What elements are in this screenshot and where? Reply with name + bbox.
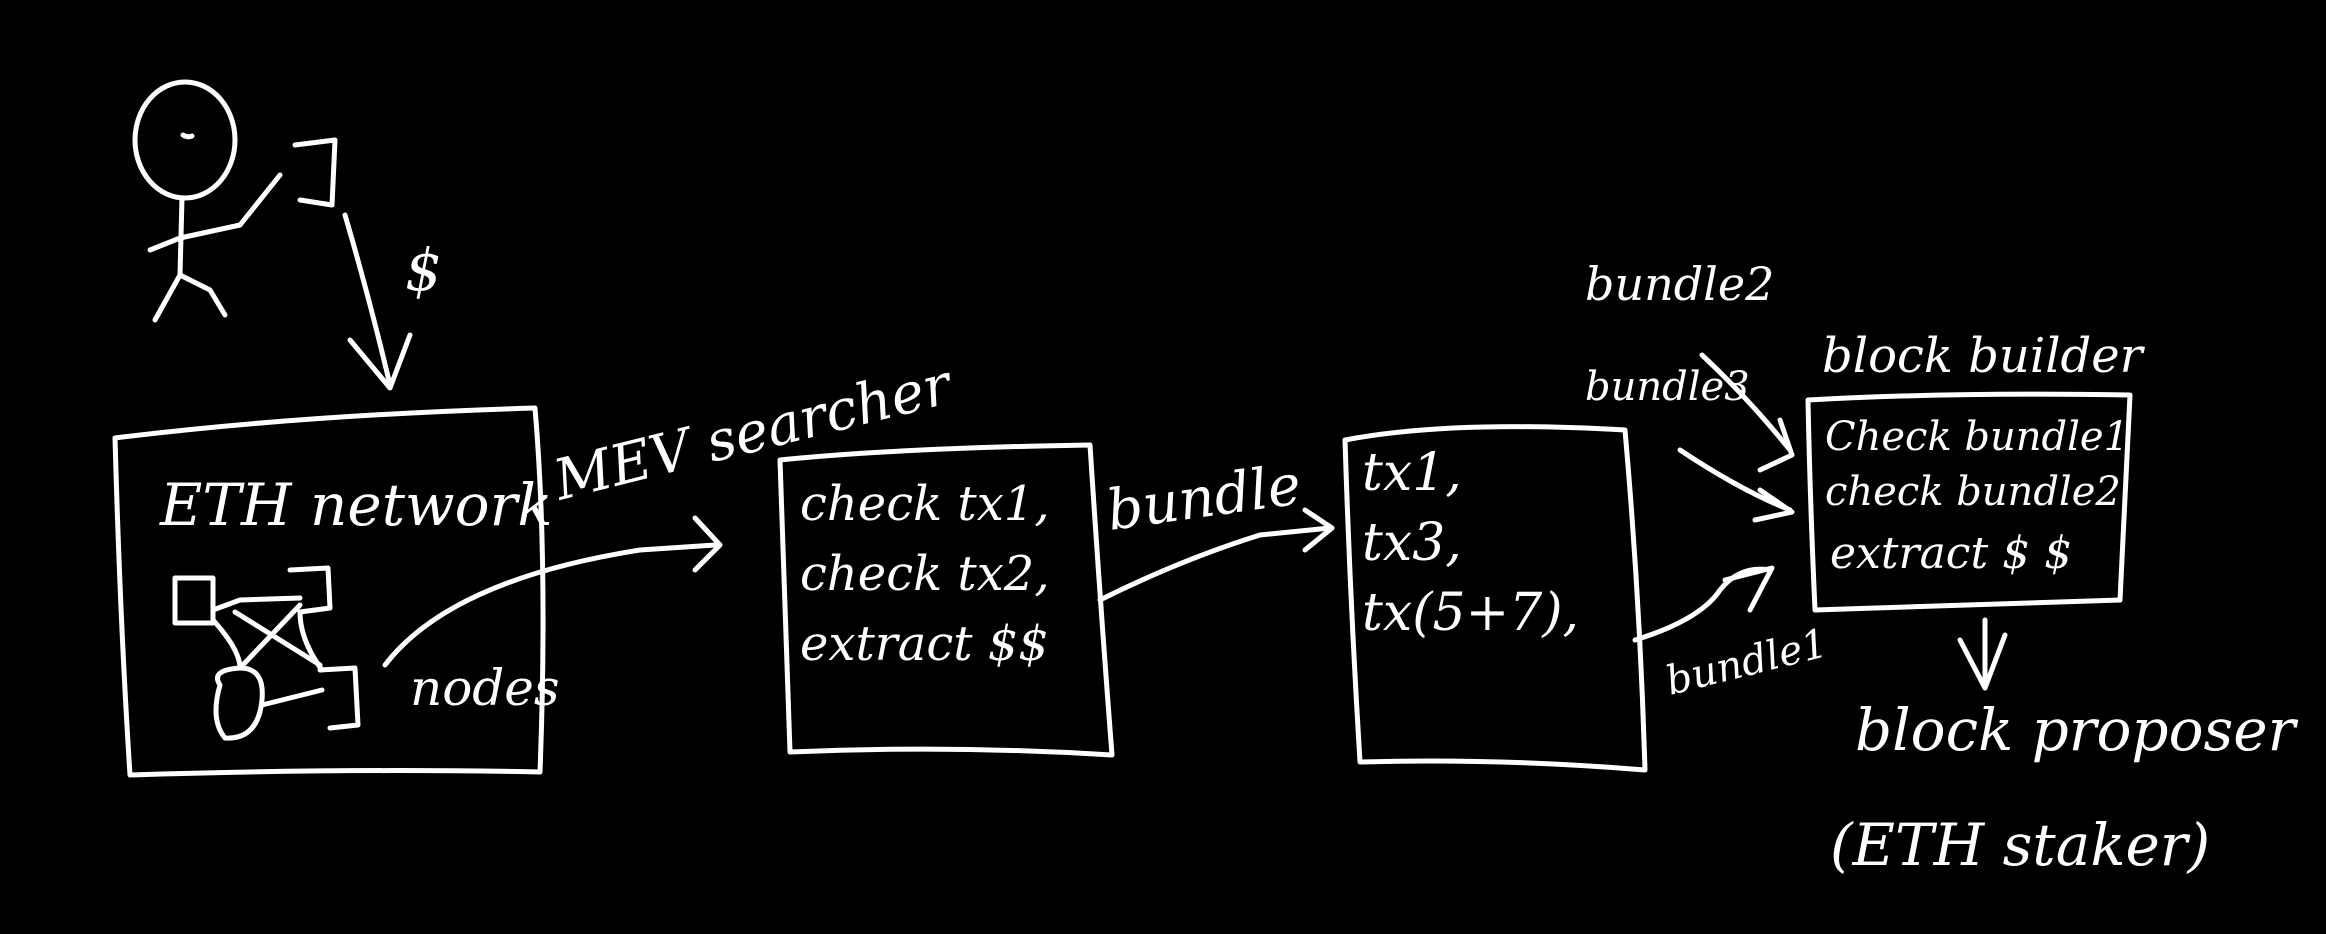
phone-icon bbox=[292, 137, 338, 208]
nodes-label: nodes bbox=[410, 659, 560, 717]
bundle-line: tx1, bbox=[1362, 443, 1462, 503]
block-builder-box bbox=[1805, 391, 2133, 613]
user-left-leg bbox=[152, 272, 183, 323]
mev-searcher-box bbox=[777, 442, 1115, 758]
searcher-line: extract $$ bbox=[800, 616, 1049, 672]
eth-network-title: ETH network bbox=[159, 471, 552, 539]
edge bbox=[210, 617, 243, 671]
bundle2-arrow bbox=[1699, 352, 1793, 453]
bundle1-arrow bbox=[1632, 566, 1773, 643]
payment-arrow bbox=[342, 212, 393, 388]
bundle-label: bundle bbox=[1103, 452, 1305, 543]
edge bbox=[210, 595, 303, 613]
builder-line: check bundle2 bbox=[1825, 469, 2121, 515]
user-figure bbox=[132, 79, 338, 323]
eth-network-box bbox=[112, 405, 546, 778]
node-graph bbox=[172, 565, 361, 741]
node bbox=[172, 575, 216, 626]
bundle1-arrowhead bbox=[1722, 565, 1775, 613]
user-arms bbox=[147, 222, 243, 253]
user-head bbox=[132, 79, 238, 201]
searcher-line: check tx1, bbox=[800, 476, 1050, 532]
builder-to-proposer-arrowhead bbox=[1957, 632, 2008, 691]
bundle-arrow bbox=[1097, 525, 1333, 603]
user-face bbox=[180, 132, 195, 140]
edge bbox=[237, 602, 303, 671]
searcher-line: check tx2, bbox=[800, 546, 1050, 602]
user-phone-arm bbox=[237, 172, 283, 228]
node bbox=[213, 665, 265, 741]
block-builder-title: block builder bbox=[1822, 328, 2146, 384]
builder-line: extract $ $ bbox=[1830, 528, 2072, 579]
builder-line: Check bundle1 bbox=[1825, 414, 2129, 460]
bundle3-arrowhead bbox=[1752, 487, 1795, 523]
user-right-leg bbox=[177, 272, 228, 318]
block-proposer-title: block proposer bbox=[1855, 696, 2299, 764]
bundle-line: tx(5+7), bbox=[1362, 583, 1579, 643]
node bbox=[287, 565, 333, 615]
edge bbox=[259, 687, 325, 708]
payment-label: $ bbox=[405, 236, 442, 304]
node bbox=[317, 665, 361, 731]
network-to-searcher-arrowhead bbox=[692, 515, 723, 573]
bundle1-label: bundle1 bbox=[1661, 620, 1832, 704]
edge bbox=[232, 609, 323, 668]
payment-arrowhead bbox=[347, 332, 413, 391]
block-proposer-subtitle: (ETH staker) bbox=[1830, 811, 2210, 879]
bundle-box bbox=[1342, 424, 1648, 773]
bundle-arrowhead bbox=[1302, 507, 1335, 553]
bundle3-label: bundle3 bbox=[1585, 364, 1750, 410]
bundle-line: tx3, bbox=[1362, 513, 1462, 573]
bundle2-arrowhead bbox=[1757, 417, 1795, 473]
network-to-searcher-arrow bbox=[382, 542, 718, 668]
bundle2-label: bundle2 bbox=[1585, 257, 1774, 311]
